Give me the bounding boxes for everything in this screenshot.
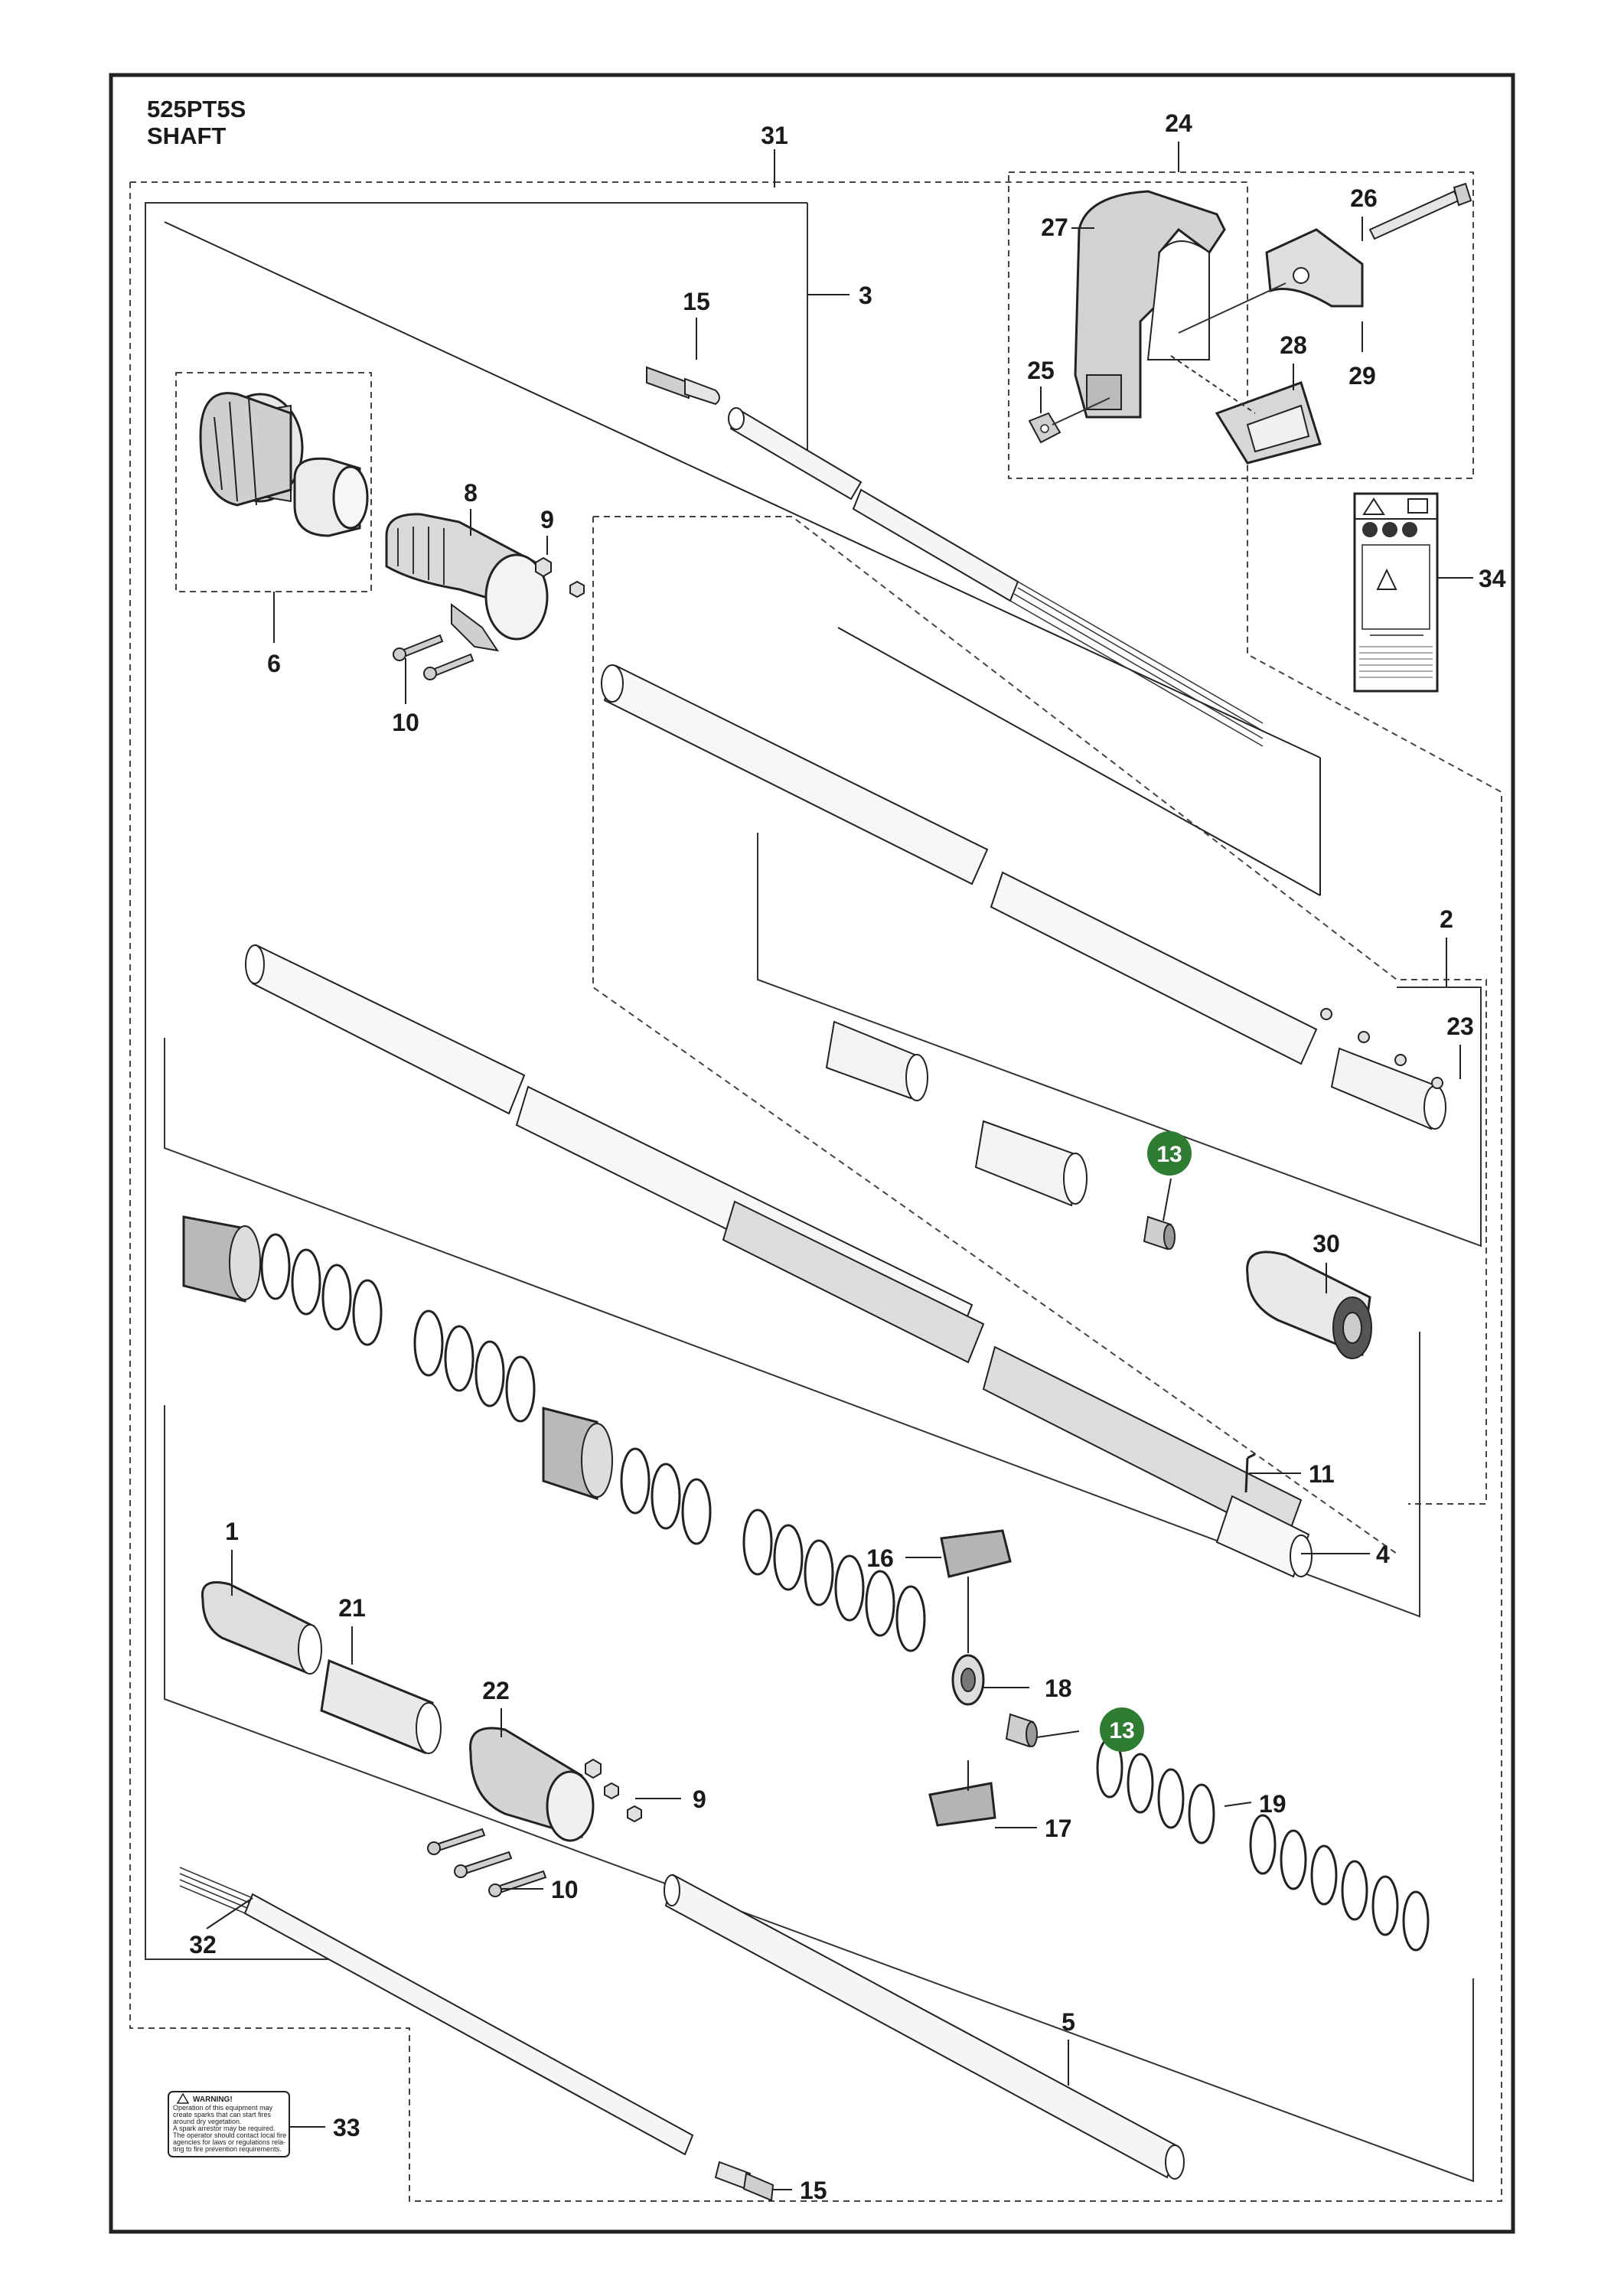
- callout-26: 26: [1350, 184, 1378, 212]
- screws-10b: [427, 1828, 547, 1897]
- callout-9b: 9: [693, 1786, 706, 1813]
- callout-25: 25: [1027, 357, 1055, 384]
- callout-24: 24: [1165, 109, 1192, 137]
- bearing-housing-30: [1246, 1251, 1372, 1359]
- outer-frame: [109, 73, 1515, 2234]
- callout-15b: 15: [800, 2177, 827, 2204]
- callout-19: 19: [1259, 1790, 1286, 1818]
- callout-11: 11: [1309, 1460, 1335, 1488]
- callout-4: 4: [1376, 1541, 1390, 1568]
- group-brackets: [145, 202, 1482, 2183]
- nuts-9b: [585, 1758, 642, 1823]
- callout-5: 5: [1061, 2008, 1075, 2036]
- handle-leader-lines: [1052, 282, 1286, 426]
- assembly-6-outline: [175, 372, 372, 592]
- warning-heading: WARNING!: [193, 2095, 233, 2104]
- callout-10b: 10: [551, 1876, 579, 1903]
- callout-32: 32: [189, 1931, 217, 1958]
- callout-21: 21: [338, 1594, 366, 1622]
- drive-shaft-3: [728, 407, 1264, 747]
- callout-13a: 13: [1156, 1142, 1182, 1167]
- coupling-pin-15a: [646, 366, 720, 406]
- assembly-31-outline: [130, 181, 964, 188]
- clamp-22: [469, 1727, 595, 1842]
- warning-line-7: ting to fire prevention requirements.: [173, 2145, 282, 2153]
- callout-29: 29: [1348, 362, 1376, 390]
- liner-spring-19: [1096, 1737, 1430, 1952]
- model-number: 525PT5S: [147, 96, 246, 122]
- clamp-half-17: [928, 1782, 996, 1827]
- callout-2: 2: [1440, 905, 1453, 933]
- warning-line-6: agencies for laws or regulations rela-: [173, 2138, 285, 2146]
- warning-line-2: create sparks that can start fires: [173, 2111, 272, 2118]
- callout-22: 22: [482, 1677, 510, 1704]
- callout-16: 16: [866, 1544, 894, 1572]
- warning-line-1: Operation of this equipment may: [173, 2104, 273, 2112]
- safety-decal-34: [1353, 492, 1439, 693]
- tube-5: [664, 1874, 1185, 2180]
- tube-lower: [245, 944, 985, 1364]
- section-name: SHAFT: [147, 122, 227, 149]
- liner-spring-upper: [260, 1233, 536, 1423]
- callout-33: 33: [333, 2114, 360, 2141]
- callout-30: 30: [1313, 1230, 1340, 1257]
- callout-8: 8: [464, 479, 478, 507]
- badge-13a: [1147, 1131, 1192, 1176]
- ring-6: [293, 457, 369, 537]
- square-nut-25: [1028, 412, 1061, 444]
- callout-28: 28: [1280, 331, 1307, 359]
- bolt-26: [1368, 182, 1472, 240]
- collar-nut-6: [199, 392, 304, 507]
- callout-leaders: [206, 142, 1473, 2190]
- bushing-13b: [1005, 1713, 1038, 1748]
- callout-13b: 13: [1109, 1718, 1134, 1743]
- callout-6: 6: [267, 650, 281, 677]
- tube-31: [601, 664, 1318, 1065]
- bearing-18: [951, 1654, 985, 1706]
- warning-label-33: WARNING! Operation of this equipment may…: [168, 2091, 290, 2157]
- screws-23: [1320, 1008, 1443, 1089]
- sleeve-21: [320, 1658, 442, 1755]
- callout-9a: 9: [540, 506, 554, 533]
- assembly-2-bracket: [757, 833, 1482, 1247]
- liner-spring-mid: [620, 1447, 926, 1652]
- nuts-9a: [535, 556, 585, 598]
- screws-10a: [393, 634, 474, 680]
- callout-1: 1: [225, 1518, 239, 1545]
- knob-29: [1265, 228, 1364, 308]
- warning-line-5: The operator should contact local fire: [173, 2131, 286, 2139]
- grip-sleeve-upper: [182, 1215, 613, 1501]
- callout-27: 27: [1041, 214, 1068, 241]
- callout-18: 18: [1045, 1675, 1072, 1702]
- assembly-3-bracket: [145, 202, 807, 1960]
- warning-line-4: A spark arrestor may be required.: [173, 2125, 276, 2132]
- callout-15a: 15: [683, 288, 710, 315]
- screw-11: [1247, 1453, 1256, 1459]
- callout-3: 3: [859, 282, 872, 309]
- coupling-pin-15b: [714, 2161, 774, 2202]
- bushing-13a: [1143, 1215, 1176, 1251]
- callout-17: 17: [1045, 1815, 1072, 1842]
- badge-13b: [1100, 1707, 1144, 1752]
- callout-31: 31: [761, 122, 788, 149]
- clamp-housing-8: [385, 513, 549, 652]
- bracket-28: [1215, 381, 1322, 465]
- callout-10a: 10: [392, 709, 419, 736]
- tube-4: [982, 1345, 1313, 1578]
- callout-34: 34: [1479, 565, 1506, 592]
- tube-2: [825, 1020, 1446, 1207]
- warning-line-3: around dry vegetation.: [173, 2118, 242, 2125]
- coupling-1: [201, 1581, 322, 1675]
- handle-27: [1074, 190, 1226, 419]
- axis-lines: [164, 221, 1321, 896]
- drive-cable-32: [179, 1867, 694, 2156]
- clamp-half-16: [940, 1529, 1012, 1578]
- callout-23: 23: [1446, 1013, 1474, 1040]
